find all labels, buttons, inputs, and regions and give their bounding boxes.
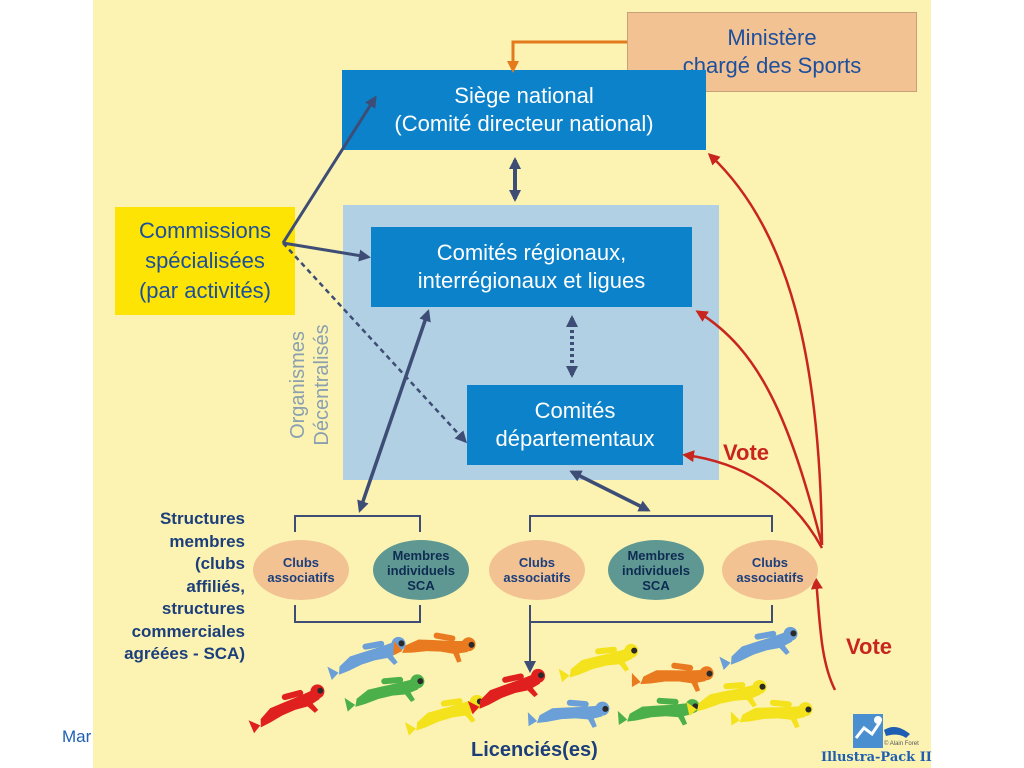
- ministere-to-siege-arrow: [507, 40, 627, 73]
- diver-figure: [404, 694, 484, 736]
- membres-individuels-oval: Membres individuels SCA: [373, 540, 469, 600]
- oval-line1: Clubs: [751, 555, 789, 570]
- diver-figure: [527, 699, 610, 728]
- vote-arrow-to-regionaux: [695, 310, 824, 546]
- oval-line2: associatifs: [736, 570, 804, 585]
- oval-line1: Clubs: [518, 555, 556, 570]
- diver-figure: [719, 626, 798, 671]
- vote-label-lower: Vote: [846, 634, 893, 659]
- membres-individuels-oval: Membres individuels SCA: [608, 540, 704, 600]
- commissions-specialisees-box: Commissions spécialisées (par activités): [115, 207, 295, 315]
- structures-line: commerciales: [131, 621, 245, 641]
- oval-line2: associatifs: [503, 570, 571, 585]
- diver-figure: [248, 684, 325, 734]
- vote-arrow-to-departementaux: [682, 450, 824, 549]
- diver-figure: [467, 668, 546, 715]
- oval-line1: Membres: [392, 547, 450, 563]
- commissions-to-siege-arrow: [281, 95, 377, 244]
- regionaux-line1: Comités régionaux,: [436, 240, 627, 265]
- diver-figure: [344, 674, 425, 712]
- right-group-bottom-bracket: [529, 605, 773, 623]
- departementaux-line2: départementaux: [495, 426, 655, 451]
- oval-line2: individuels: [387, 562, 455, 578]
- commissions-line2: spécialisées: [145, 248, 265, 273]
- structures-membres-label: Structures membres (clubs affiliés, stru…: [95, 508, 245, 666]
- commissions-line3: (par activités): [138, 278, 272, 303]
- vote-arrow-from-licencies: [810, 577, 837, 691]
- oval-line3: SCA: [642, 577, 670, 593]
- commissions-to-regionaux-arrow: [282, 241, 371, 262]
- left-group-bottom-bracket: [294, 605, 421, 623]
- logo-credit: © Alain Foret: [884, 741, 919, 747]
- structures-line: agréées - SCA): [124, 644, 245, 663]
- siege-line2: (Comité directeur national): [394, 111, 654, 136]
- structures-line: affiliés,: [186, 576, 245, 596]
- oval-line2: individuels: [622, 562, 690, 578]
- departementaux-to-structures-arrow: [569, 470, 651, 512]
- structures-line: (clubs: [194, 554, 245, 573]
- ministere-line1: Ministère: [727, 25, 817, 50]
- diver-figure: [631, 662, 714, 692]
- diver-figure: [558, 643, 639, 683]
- right-group-bracket: [529, 515, 773, 532]
- oval-line2: associatifs: [267, 570, 335, 585]
- footer-text-fragment: Mar: [62, 727, 92, 746]
- comites-departementaux-box: Comités départementaux: [467, 385, 683, 465]
- siege-line1: Siège national: [454, 83, 594, 108]
- licencies-label: Licenciés(es): [471, 739, 598, 761]
- vote-arrow-to-siege: [707, 152, 824, 546]
- diver-figure: [327, 636, 406, 681]
- structures-line: structures: [161, 599, 245, 618]
- left-group-bracket: [294, 515, 421, 532]
- vote-label-upper: Vote: [723, 440, 770, 465]
- oval-line1: Clubs: [282, 555, 320, 570]
- diver-figure: [393, 632, 476, 663]
- clubs-associatifs-oval: Clubs associatifs: [253, 540, 349, 600]
- structures-line: Structures: [159, 509, 245, 528]
- illustra-pack-logo: [853, 714, 910, 748]
- clubs-associatifs-oval: Clubs associatifs: [489, 540, 585, 600]
- diver-figure: [686, 679, 767, 716]
- diver-figure: [730, 699, 813, 729]
- oval-line3: SCA: [407, 577, 435, 593]
- structures-line: membres: [169, 531, 245, 551]
- oval-line1: Membres: [627, 547, 685, 563]
- departementaux-line1: Comités: [534, 398, 616, 423]
- regionaux-line2: interrégionaux et ligues: [417, 268, 646, 293]
- regionaux-to-structures-arrow: [357, 309, 431, 513]
- logo-text: Illustra-Pack II: [821, 750, 932, 765]
- diver-figure: [617, 697, 700, 726]
- ministere-line2: chargé des Sports: [682, 53, 862, 78]
- comites-regionaux-box: Comités régionaux, interrégionaux et lig…: [371, 227, 692, 307]
- siege-national-box: Siège national (Comité directeur nationa…: [342, 70, 706, 150]
- clubs-associatifs-oval: Clubs associatifs: [722, 540, 818, 600]
- commissions-line1: Commissions: [138, 218, 271, 243]
